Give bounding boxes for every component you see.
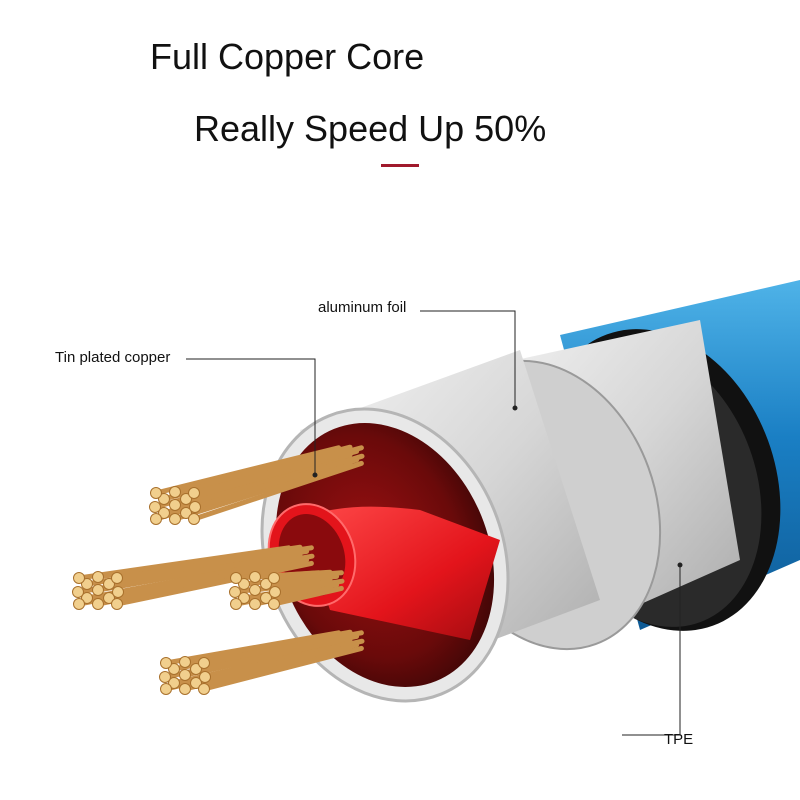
copper-strand-end: [160, 657, 172, 669]
copper-strand-wire: [272, 578, 345, 595]
copper-strand-end: [168, 677, 180, 689]
copper-strand-end: [158, 507, 170, 519]
tpe-leader: [622, 565, 681, 736]
copper-strand-end: [111, 598, 123, 610]
copper-strand-wire: [115, 553, 315, 595]
copper-strand-wire: [263, 573, 340, 587]
aluminum-foil-leader: [420, 310, 516, 408]
copper-strand-end: [199, 671, 211, 683]
copper-strand-end: [238, 578, 250, 590]
copper-strand-end: [179, 683, 191, 695]
accent-divider: [381, 164, 419, 167]
copper-strand-wire: [172, 460, 353, 522]
copper-strand-end: [92, 571, 104, 583]
copper-strand-end: [112, 586, 124, 598]
label-aluminum-foil: aluminum foil: [318, 299, 407, 316]
copper-strand-end: [150, 513, 162, 525]
copper-strand-end: [149, 501, 161, 513]
label-tin-plated-copper: Tin plated copper: [55, 349, 171, 366]
copper-strand-end: [189, 501, 201, 513]
copper-strand-end: [169, 513, 181, 525]
copper-strand-end: [188, 513, 200, 525]
copper-strand-end: [111, 572, 123, 584]
copper-strand-wire: [271, 570, 344, 581]
copper-strand-end: [73, 572, 85, 584]
copper-strand-end: [150, 487, 162, 499]
tin-plated-copper-dot: [312, 472, 318, 478]
copper-strand-end: [169, 486, 181, 498]
copper-strand-end: [168, 663, 180, 675]
copper-strand-end: [180, 493, 192, 505]
copper-strand-wire: [182, 645, 353, 692]
copper-strand-wire: [114, 560, 314, 607]
copper-strand-wire: [201, 630, 364, 666]
copper-strand-bundle-bottom: [159, 629, 365, 695]
aluminum-foil-dot: [512, 405, 518, 411]
copper-strand-end: [198, 657, 210, 669]
copper-strand-bundle-top: [149, 444, 365, 525]
copper-strand-wire: [114, 545, 314, 581]
copper-strand-end: [92, 598, 104, 610]
copper-strand-end: [190, 677, 202, 689]
tpe-dot: [677, 562, 683, 568]
copper-strand-end: [179, 669, 191, 681]
copper-strand-end: [229, 586, 241, 598]
copper-strand-end: [260, 578, 272, 590]
copper-strand-end: [268, 598, 280, 610]
copper-strand-wire: [271, 585, 344, 607]
copper-strand-end: [81, 592, 93, 604]
copper-strand-end: [81, 578, 93, 590]
copper-strand-end: [159, 671, 171, 683]
label-tpe: TPE: [664, 731, 694, 748]
copper-strand-bundle-left: [72, 544, 315, 610]
copper-strand-wire: [153, 445, 342, 496]
copper-strand-end: [198, 683, 210, 695]
headline-line-1: Full Copper Core: [150, 36, 425, 77]
copper-strand-end: [72, 586, 84, 598]
copper-strand-bundle-center: [229, 569, 345, 610]
callout-lines: [186, 310, 683, 736]
copper-strand-end: [249, 571, 261, 583]
copper-strand-end: [169, 499, 181, 511]
copper-strand-end: [230, 572, 242, 584]
headline-line-2: Really Speed Up 50%: [194, 108, 547, 149]
copper-strand-wire: [191, 460, 364, 522]
copper-strand-end: [249, 584, 261, 596]
copper-strand-end: [158, 493, 170, 505]
copper-strand-end: [160, 683, 172, 695]
copper-strand-end: [269, 586, 281, 598]
copper-strand-end: [238, 592, 250, 604]
copper-strand-end: [179, 656, 191, 668]
copper-strand-end: [73, 598, 85, 610]
copper-strand-end: [249, 598, 261, 610]
copper-strand-end: [230, 598, 242, 610]
inner-tube: [260, 350, 600, 703]
copper-strand-end: [92, 584, 104, 596]
copper-strand-wire: [163, 630, 342, 666]
copper-strand-end: [260, 592, 272, 604]
copper-strand-end: [188, 487, 200, 499]
copper-strand-end: [180, 507, 192, 519]
copper-strand-end: [190, 663, 202, 675]
tin-plated-copper-leader: [186, 358, 316, 475]
copper-strand-end: [268, 572, 280, 584]
copper-strand-wire: [201, 645, 364, 692]
copper-strand-end: [103, 578, 115, 590]
copper-strand-wire: [191, 445, 364, 496]
copper-strand-end: [103, 592, 115, 604]
